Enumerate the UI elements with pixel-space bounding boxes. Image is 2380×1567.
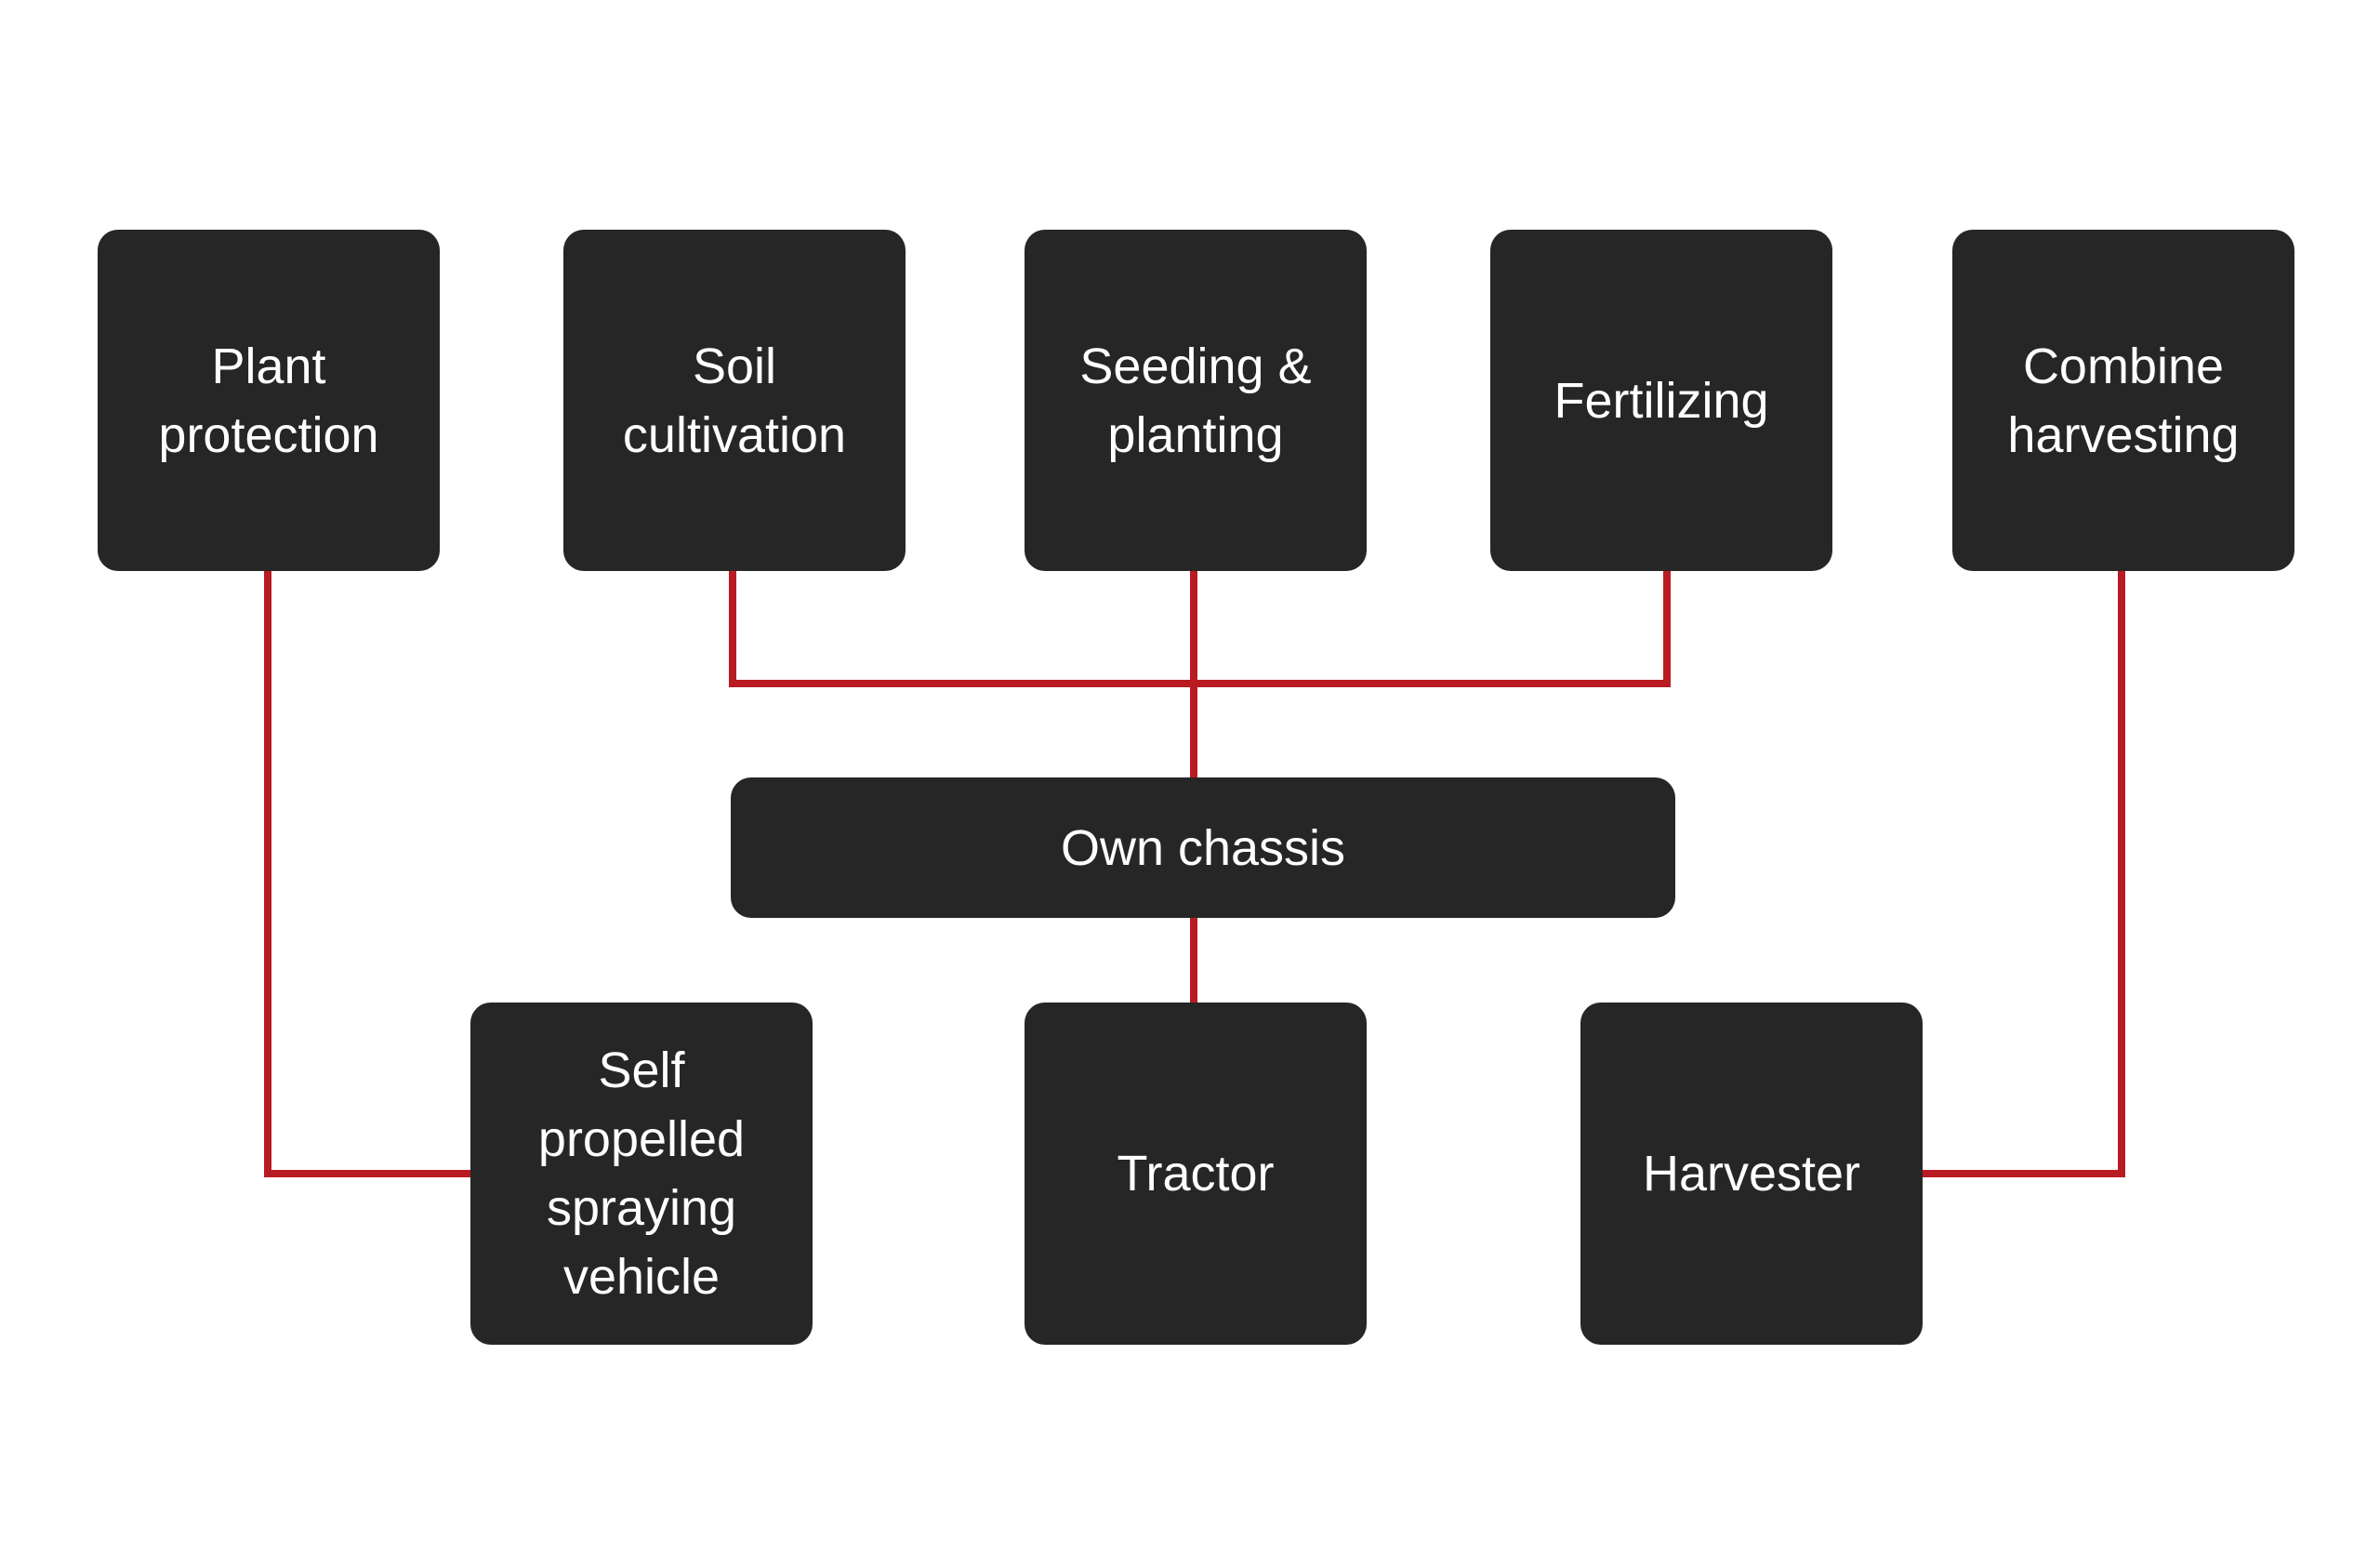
node-plant-protection: Plant protection [98,230,440,571]
connector-plant-protection-to-spraying-vehicle [264,570,472,1177]
connector-cultivation-seeding-fertilizing-bus [729,570,1671,687]
node-harvester: Harvester [1580,1003,1923,1345]
node-label: Own chassis [1060,819,1346,876]
node-own-chassis: Own chassis [731,777,1675,918]
connector-combine-harvesting-to-harvester [1922,570,2125,1177]
node-label: Seeding & planting [1079,338,1312,463]
node-label: Soil cultivation [622,338,847,463]
node-seeding-planting: Seeding & planting [1025,230,1367,571]
node-label: Harvester [1642,1146,1861,1202]
node-label: Self propelled spraying vehicle [537,1042,746,1305]
node-label: Plant protection [158,338,379,463]
node-self-propelled-spraying-vehicle: Self propelled spraying vehicle [470,1003,813,1345]
node-tractor: Tractor [1025,1003,1367,1345]
node-soil-cultivation: Soil cultivation [563,230,906,571]
node-combine-harvesting: Combine harvesting [1952,230,2294,571]
node-fertilizing: Fertilizing [1490,230,1832,571]
node-label: Tractor [1117,1146,1275,1202]
node-label: Combine harvesting [2007,338,2240,463]
node-label: Fertilizing [1554,372,1769,429]
